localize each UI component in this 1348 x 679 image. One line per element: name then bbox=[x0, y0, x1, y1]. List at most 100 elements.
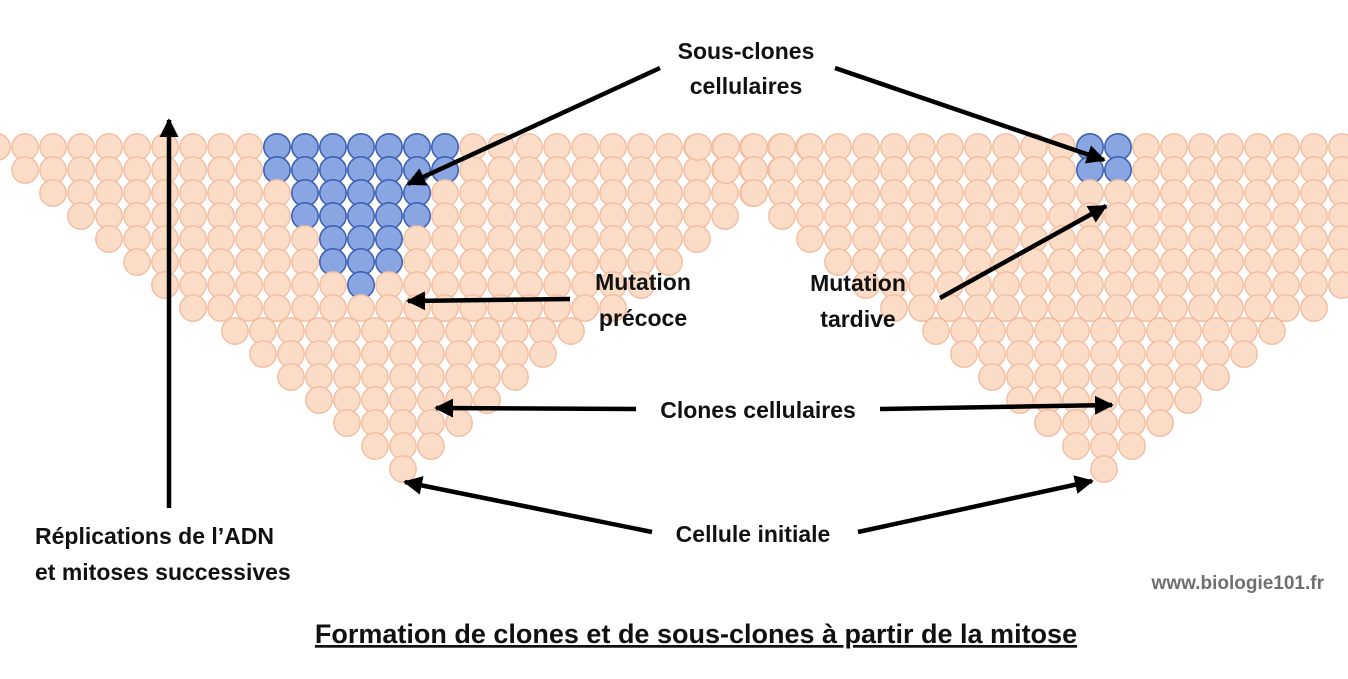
cell bbox=[950, 340, 978, 368]
cell bbox=[1258, 317, 1286, 345]
cell bbox=[1328, 271, 1348, 299]
cell bbox=[375, 294, 403, 322]
cell bbox=[1160, 294, 1188, 322]
cell bbox=[1062, 432, 1090, 460]
subclones-label-line1: Sous-clones bbox=[678, 38, 815, 64]
replication-label-line1: Réplications de l’ADN bbox=[35, 523, 274, 549]
cell bbox=[361, 432, 389, 460]
cell bbox=[319, 294, 347, 322]
cell bbox=[263, 294, 291, 322]
subclone-arrow-left bbox=[406, 65, 661, 187]
cell bbox=[95, 225, 123, 253]
labels: Sous-clones cellulaires Mutation précoce… bbox=[35, 38, 1325, 649]
cell bbox=[880, 294, 908, 322]
cell bbox=[151, 271, 179, 299]
cell bbox=[1216, 294, 1244, 322]
subclones-label-line2: cellulaires bbox=[690, 73, 803, 99]
subclone-arrow-right bbox=[834, 65, 1106, 164]
cell bbox=[417, 432, 445, 460]
arrows bbox=[159, 65, 1114, 535]
clones-arrow-left bbox=[434, 398, 637, 418]
cell bbox=[207, 294, 235, 322]
cell bbox=[0, 133, 11, 161]
cell bbox=[908, 294, 936, 322]
cell bbox=[599, 294, 627, 322]
cell bbox=[684, 133, 712, 161]
cell bbox=[445, 409, 473, 437]
early-mutation-label-line2: précoce bbox=[599, 305, 687, 331]
site-credit: www.biologie101.fr bbox=[1151, 573, 1325, 594]
cell bbox=[1118, 432, 1146, 460]
cell bbox=[852, 271, 880, 299]
cell bbox=[1076, 294, 1104, 322]
cell bbox=[683, 225, 711, 253]
early-mutation-arrow bbox=[406, 291, 571, 311]
cell bbox=[1328, 156, 1348, 184]
cell bbox=[1020, 294, 1048, 322]
cell bbox=[179, 294, 207, 322]
cell bbox=[922, 317, 950, 345]
cell bbox=[39, 179, 67, 207]
cell bbox=[1132, 294, 1160, 322]
cell bbox=[277, 363, 305, 391]
cell bbox=[1328, 133, 1348, 161]
cell bbox=[11, 156, 39, 184]
cell bbox=[305, 386, 333, 414]
cell bbox=[1034, 409, 1062, 437]
cell bbox=[1300, 294, 1328, 322]
cell bbox=[740, 179, 768, 207]
cell bbox=[978, 363, 1006, 391]
cell bbox=[1328, 179, 1348, 207]
cell bbox=[655, 248, 683, 276]
initial-cell-label: Cellule initiale bbox=[676, 521, 831, 547]
cell bbox=[347, 294, 375, 322]
clones-arrow-right bbox=[879, 395, 1114, 415]
diagram-title: Formation de clones et de sous-clones à … bbox=[315, 619, 1077, 649]
cell bbox=[557, 317, 585, 345]
cell bbox=[1188, 294, 1216, 322]
cell bbox=[571, 294, 599, 322]
cell bbox=[992, 294, 1020, 322]
cell bbox=[824, 248, 852, 276]
cell bbox=[1244, 294, 1272, 322]
early-mutation-label-line1: Mutation bbox=[595, 269, 691, 295]
cell bbox=[1328, 248, 1348, 276]
cell bbox=[501, 363, 529, 391]
clone-triangle-early bbox=[0, 133, 823, 483]
late-mutation-label-line2: tardive bbox=[820, 306, 895, 332]
cell bbox=[1104, 294, 1132, 322]
clone-triangle-late bbox=[684, 133, 1348, 483]
cell bbox=[627, 271, 655, 299]
cell bbox=[291, 294, 319, 322]
cell bbox=[1272, 294, 1300, 322]
cell bbox=[1202, 363, 1230, 391]
cell bbox=[1048, 294, 1076, 322]
clones-label: Clones cellulaires bbox=[660, 397, 856, 423]
cell bbox=[249, 340, 277, 368]
cell bbox=[711, 202, 739, 230]
initial-arrow-left bbox=[403, 476, 653, 535]
cell bbox=[235, 294, 263, 322]
cell bbox=[712, 156, 740, 184]
cell bbox=[1174, 386, 1202, 414]
cell bbox=[796, 225, 824, 253]
cell bbox=[333, 409, 361, 437]
late-mutation-arrow bbox=[938, 204, 1108, 300]
cell bbox=[1328, 225, 1348, 253]
cell bbox=[1328, 202, 1348, 230]
initial-arrow-right bbox=[857, 475, 1094, 535]
cell bbox=[1146, 409, 1174, 437]
cell bbox=[964, 294, 992, 322]
cell bbox=[221, 317, 249, 345]
cell bbox=[389, 455, 417, 483]
late-mutation-label-line1: Mutation bbox=[810, 270, 906, 296]
cell bbox=[1230, 340, 1258, 368]
cell bbox=[1090, 455, 1118, 483]
cell bbox=[123, 248, 151, 276]
cell bbox=[529, 340, 557, 368]
cell bbox=[1006, 386, 1034, 414]
replication-label-line2: et mitoses successives bbox=[35, 559, 291, 585]
cell bbox=[768, 202, 796, 230]
cell bbox=[67, 202, 95, 230]
